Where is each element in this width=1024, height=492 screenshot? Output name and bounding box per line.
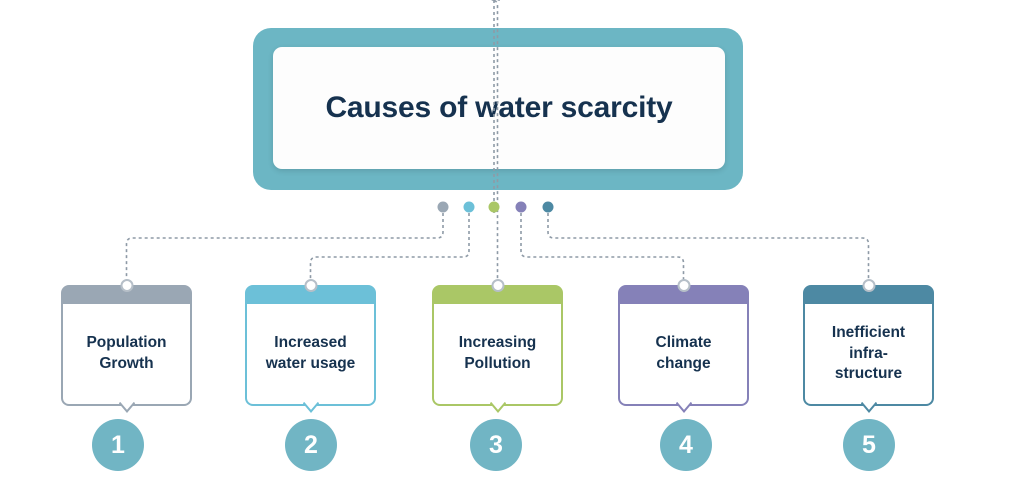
- badge-number-1: 1: [111, 430, 125, 459]
- badge-number-5: 5: [862, 430, 876, 459]
- hub-dot-3: [488, 201, 500, 213]
- hub-dot-5: [542, 201, 554, 213]
- card-notch-5: [860, 402, 877, 413]
- card-anchor-ring-2: [304, 279, 317, 292]
- badge-number-3: 3: [489, 430, 503, 459]
- card-notch-1: [118, 402, 135, 413]
- card-header-5: [803, 279, 934, 304]
- badge-number-4: 4: [679, 430, 693, 459]
- card-header-3: [432, 279, 563, 304]
- hub-dot-4: [515, 201, 527, 213]
- hub-dot-1: [437, 201, 449, 213]
- page-title: Causes of water scarcity: [325, 90, 673, 124]
- card-notch-3: [489, 402, 506, 413]
- badge-4[interactable]: 4: [660, 419, 712, 471]
- card-header-1: [61, 279, 192, 304]
- card-header-2: [245, 279, 376, 304]
- card-notch-4: [675, 402, 692, 413]
- card-header-4: [618, 279, 749, 304]
- hub-dot-2: [463, 201, 475, 213]
- card-anchor-ring-5: [862, 279, 875, 292]
- badge-5[interactable]: 5: [843, 419, 895, 471]
- card-anchor-ring-4: [677, 279, 690, 292]
- badge-number-2: 2: [304, 430, 318, 459]
- badge-1[interactable]: 1: [92, 419, 144, 471]
- card-anchor-ring-3: [491, 279, 504, 292]
- title-card: Causes of water scarcity: [273, 47, 725, 169]
- card-anchor-ring-1: [120, 279, 133, 292]
- badge-2[interactable]: 2: [285, 419, 337, 471]
- card-notch-2: [302, 402, 319, 413]
- badge-3[interactable]: 3: [470, 419, 522, 471]
